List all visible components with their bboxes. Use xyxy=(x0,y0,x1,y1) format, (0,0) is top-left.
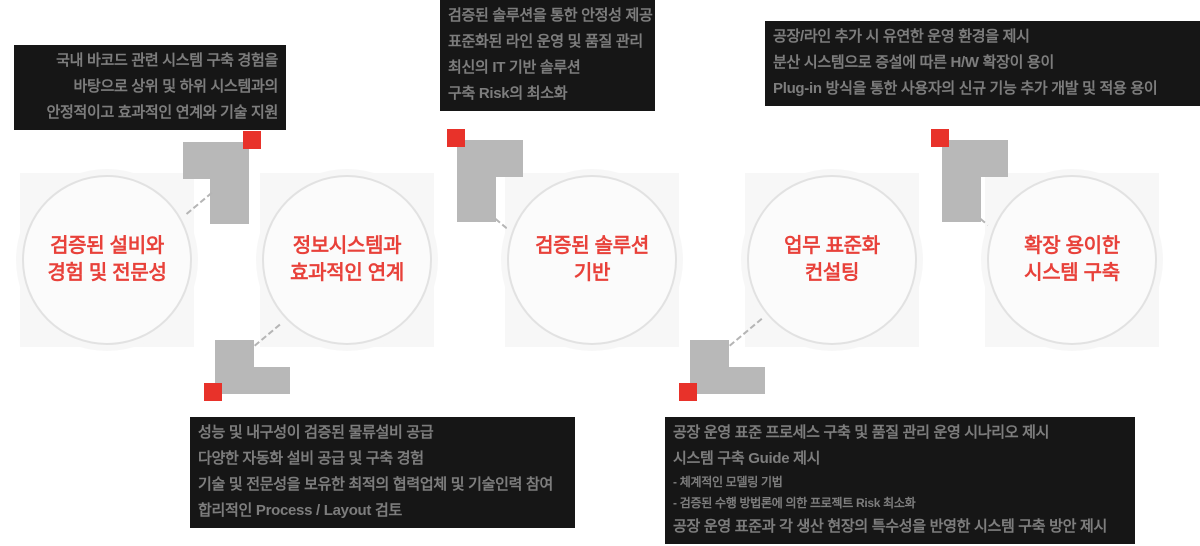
circle-label: 검증된 솔루션 기반 xyxy=(535,235,649,284)
connector-marker xyxy=(204,383,222,401)
circle-information-system[interactable]: 정보시스템과 효과적인 연계 xyxy=(262,175,432,345)
connector-arm-horizontal xyxy=(690,367,765,394)
panel-line: - 체계적인 모델링 기법 xyxy=(673,475,783,489)
panel-line: 표준화된 라인 운영 및 품질 관리 xyxy=(448,33,643,50)
panel-top-left: 국내 바코드 관련 시스템 구축 경험을 바탕으로 상위 및 하위 시스템과의 … xyxy=(14,45,286,130)
panel-line: 최신의 IT 기반 솔루션 xyxy=(448,59,581,76)
panel-line: 시스템 구축 Guide 제시 xyxy=(673,450,821,467)
connector-marker xyxy=(931,129,949,147)
circle-label: 업무 표준화 컨설팅 xyxy=(784,235,880,284)
panel-line: 국내 바코드 관련 시스템 구축 경험을 xyxy=(56,52,278,69)
panel-line: 검증된 솔루션을 통한 안정성 제공 xyxy=(448,7,653,24)
panel-line: 성능 및 내구성이 검증된 물류설비 공급 xyxy=(198,424,434,441)
connector-arm-vertical xyxy=(942,140,981,222)
circle-label: 정보시스템과 효과적인 연계 xyxy=(290,235,404,284)
panel-line: 합리적인 Process / Layout 검토 xyxy=(198,502,402,519)
circle-standardization-consulting[interactable]: 업무 표준화 컨설팅 xyxy=(747,175,917,345)
panel-bottom-left: 성능 및 내구성이 검증된 물류설비 공급 다양한 자동화 설비 공급 및 구축… xyxy=(190,417,575,528)
circle-label: 확장 용이한 시스템 구축 xyxy=(1024,235,1120,284)
panel-line: 안정적이고 효과적인 연계와 기술 지원 xyxy=(46,104,279,121)
panel-line: 기술 및 전문성을 보유한 최적의 협력업체 및 기술인력 참여 xyxy=(198,476,553,493)
connector-arm-horizontal xyxy=(215,367,290,394)
panel-line: 공장 운영 표준 프로세스 구축 및 품질 관리 운영 시나리오 제시 xyxy=(673,424,1050,441)
connector-marker xyxy=(243,131,261,149)
panel-bottom-right: 공장 운영 표준 프로세스 구축 및 품질 관리 운영 시나리오 제시 시스템 … xyxy=(665,417,1135,544)
circle-label: 검증된 설비와 경험 및 전문성 xyxy=(47,235,167,284)
panel-line: 분산 시스템으로 증설에 따른 H/W 확장이 용이 xyxy=(773,54,1054,71)
panel-top-right: 공장/라인 추가 시 유연한 운영 환경을 제시 분산 시스템으로 증설에 따른… xyxy=(765,21,1200,106)
circle-verified-equipment[interactable]: 검증된 설비와 경험 및 전문성 xyxy=(22,175,192,345)
panel-top-middle: 검증된 솔루션을 통한 안정성 제공 표준화된 라인 운영 및 품질 관리 최신… xyxy=(440,0,655,111)
connector-marker xyxy=(447,129,465,147)
circle-verified-solution[interactable]: 검증된 솔루션 기반 xyxy=(507,175,677,345)
panel-line: 다양한 자동화 설비 공급 및 구축 경험 xyxy=(198,450,424,467)
connector-arm-vertical xyxy=(210,142,249,224)
connector-marker xyxy=(679,383,697,401)
panel-line: 구축 Risk의 최소화 xyxy=(448,85,568,102)
connector-arm-vertical xyxy=(457,140,496,222)
panel-line: Plug-in 방식을 통한 사용자의 신규 기능 추가 개발 및 적용 용이 xyxy=(773,80,1158,97)
panel-line: - 검증된 수행 방법론에 의한 프로젝트 Risk 최소화 xyxy=(673,496,916,510)
panel-line: 공장 운영 표준과 각 생산 현장의 특수성을 반영한 시스템 구축 방안 제시 xyxy=(673,518,1108,535)
panel-line: 공장/라인 추가 시 유연한 운영 환경을 제시 xyxy=(773,28,1030,45)
circle-scalable-system[interactable]: 확장 용이한 시스템 구축 xyxy=(987,175,1157,345)
panel-line: 바탕으로 상위 및 하위 시스템과의 xyxy=(73,78,279,95)
